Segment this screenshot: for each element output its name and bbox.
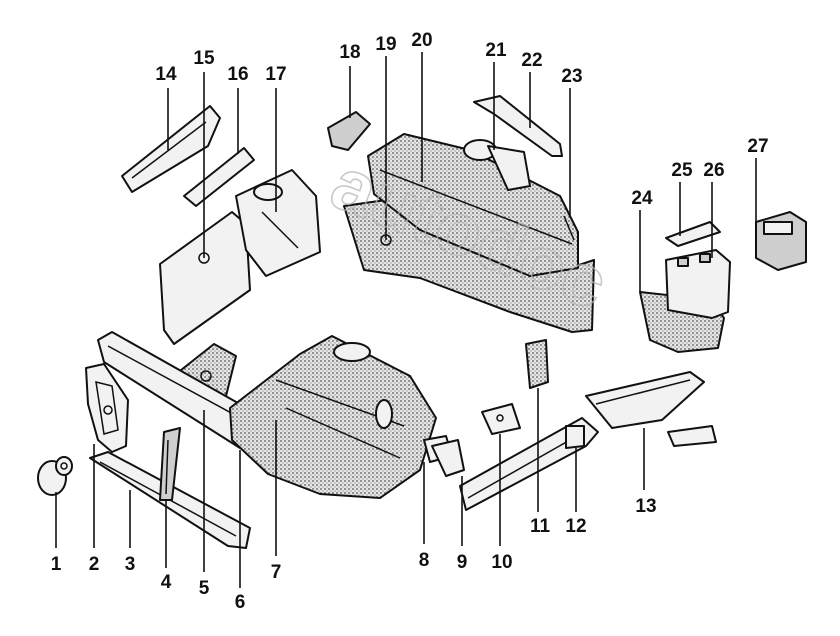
- callout-10: 10: [491, 552, 512, 573]
- callout-12: 12: [565, 516, 586, 537]
- part-13-right-rail[interactable]: [585, 371, 717, 447]
- part-16-angled-bracket[interactable]: [183, 147, 255, 207]
- callout-7: 7: [271, 562, 282, 583]
- part-7-front-floor-panel[interactable]: [229, 335, 437, 499]
- leader-lines: [55, 52, 757, 588]
- callout-25: 25: [671, 160, 693, 181]
- part-18-box-bracket[interactable]: [327, 111, 371, 151]
- callout-26: 26: [703, 160, 724, 181]
- callout-21: 21: [485, 40, 507, 61]
- callout-14: 14: [155, 64, 177, 85]
- callout-24: 24: [631, 188, 653, 209]
- part-26-battery[interactable]: [665, 249, 731, 319]
- part-23-seam[interactable]: [563, 215, 575, 241]
- part-25-battery-clamp[interactable]: [665, 221, 721, 247]
- callout-4: 4: [161, 572, 172, 593]
- callout-5: 5: [199, 578, 210, 599]
- part-15-inner-wheel-housing[interactable]: [159, 211, 251, 345]
- part-9-side-bracket[interactable]: [431, 439, 465, 477]
- callout-17: 17: [265, 64, 286, 85]
- part-12-side-member[interactable]: [459, 417, 599, 511]
- part-2-headlamp-bracket[interactable]: [85, 363, 129, 453]
- part-27-relay-box[interactable]: [755, 211, 807, 271]
- part-20-cowl-panel[interactable]: [367, 133, 579, 277]
- part-4-vertical-strut[interactable]: [159, 427, 181, 501]
- callout-labels: 1 2 3 4 5 6 7 8 9 10 11 12 13 14 15 16 1…: [51, 30, 769, 613]
- callout-2: 2: [89, 554, 100, 575]
- callout-13: 13: [635, 496, 656, 517]
- callout-11: 11: [530, 516, 551, 537]
- callout-27: 27: [747, 136, 768, 157]
- callout-15: 15: [193, 48, 215, 69]
- callout-6: 6: [235, 592, 246, 613]
- part-11-vertical-mount[interactable]: [525, 339, 549, 389]
- part-1-grommet[interactable]: [37, 456, 73, 496]
- callout-8: 8: [419, 550, 430, 571]
- part-10-small-plate[interactable]: [481, 403, 521, 435]
- part-21-wiper-motor[interactable]: [463, 139, 531, 191]
- callout-22: 22: [521, 50, 542, 71]
- callout-1: 1: [51, 554, 62, 575]
- callout-20: 20: [411, 30, 432, 51]
- callout-16: 16: [227, 64, 248, 85]
- part-14-upper-bracket[interactable]: [121, 105, 221, 193]
- callout-23: 23: [561, 66, 582, 87]
- part-17-strut-tower[interactable]: [235, 169, 321, 277]
- callout-3: 3: [125, 554, 136, 575]
- callout-9: 9: [457, 552, 468, 573]
- callout-19: 19: [375, 34, 396, 55]
- callout-18: 18: [339, 42, 360, 63]
